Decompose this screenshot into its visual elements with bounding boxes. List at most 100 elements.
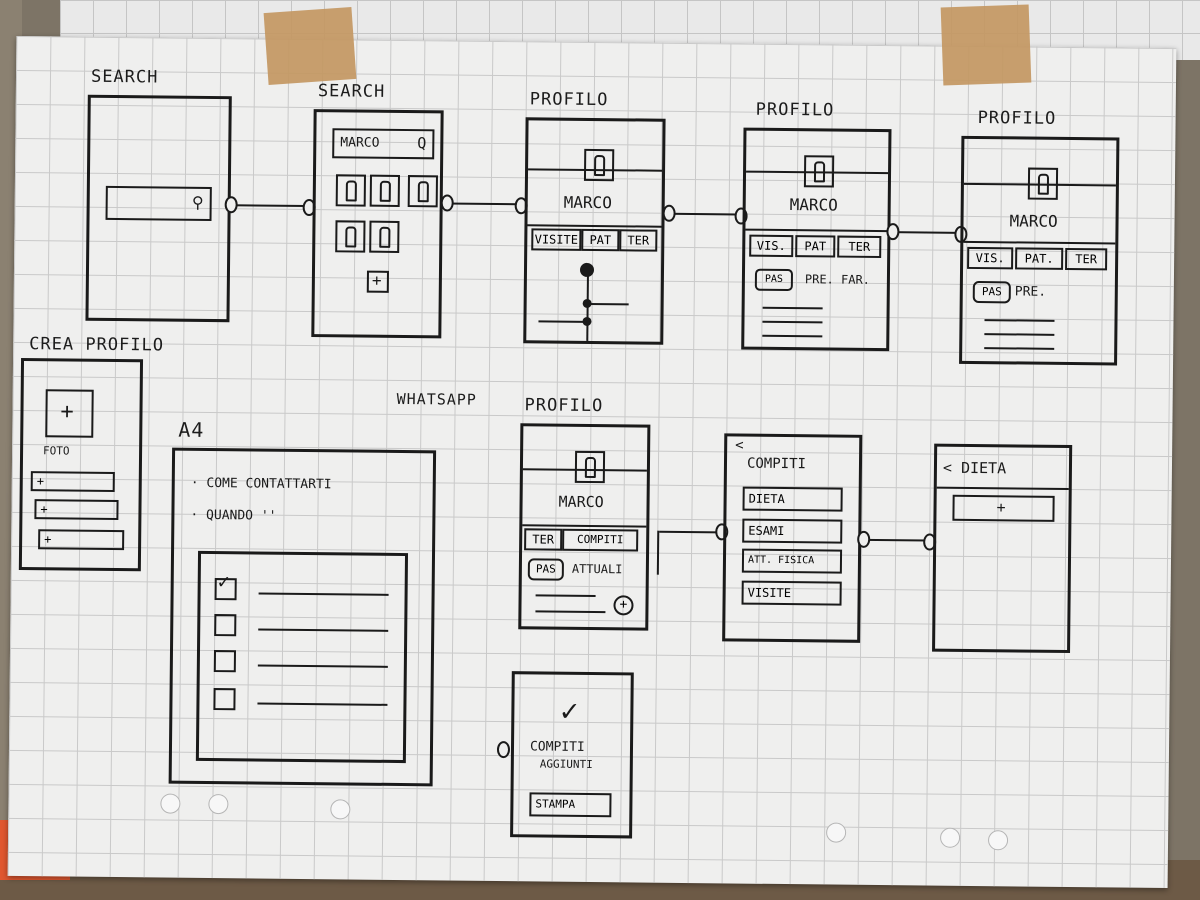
connector-end	[886, 223, 900, 241]
tab-ter[interactable]: TER	[1065, 247, 1108, 271]
person-icon[interactable]	[369, 220, 400, 253]
add-task-button[interactable]: +	[613, 595, 634, 616]
sub-tabs: PRE. FAR.	[804, 272, 871, 287]
tasks-screen: < COMPITI DIETA ESAMI ATT. FISICA VISITE	[722, 433, 863, 643]
add-diet-button[interactable]: +	[952, 494, 1055, 522]
pas-chip[interactable]: PAS	[527, 558, 564, 581]
avatar	[583, 148, 615, 182]
query-box[interactable]: MARCO Q	[332, 128, 435, 160]
connector-6	[863, 538, 928, 542]
profilo-bottom-label: PROFILO	[524, 395, 604, 417]
form-field[interactable]: +	[34, 499, 119, 521]
checkbox[interactable]	[213, 650, 237, 673]
checkbox[interactable]	[214, 614, 237, 637]
tab-pat[interactable]: PAT.	[1015, 247, 1064, 270]
tasks-title: COMPITI	[746, 455, 807, 473]
task-item[interactable]: DIETA	[742, 486, 843, 512]
diet-screen: < DIETA +	[932, 443, 1073, 654]
punch-hole	[208, 794, 229, 815]
task-item[interactable]: ATT. FISICA	[741, 548, 843, 574]
profile-name: MARCO	[563, 192, 612, 213]
form-field[interactable]: +	[30, 471, 115, 493]
connector-end	[857, 530, 871, 548]
a4-line1: · COME CONTATTARTI	[190, 475, 332, 493]
tab-ter[interactable]: TER	[524, 528, 563, 551]
task-item[interactable]: ESAMI	[742, 518, 843, 544]
check-icon: ✓	[560, 693, 579, 729]
screen1-label: SEARCH	[90, 66, 159, 88]
connector-2	[446, 202, 519, 206]
profile-tasks-screen: MARCO TER COMPITI PAS ATTUALI +	[518, 423, 651, 631]
punch-hole	[987, 830, 1009, 851]
task-item[interactable]: VISITE	[741, 580, 842, 606]
timeline-dot	[579, 262, 595, 278]
diet-title: < DIETA	[942, 458, 1007, 478]
search-results-screen: MARCO Q +	[311, 109, 444, 339]
person-icon[interactable]	[335, 174, 366, 207]
sub-tabs: PRE.	[1014, 284, 1047, 300]
connector-5	[659, 530, 720, 534]
punch-hole	[939, 827, 961, 848]
create-profile-screen: + FOTO + + +	[18, 358, 144, 572]
screen5-label: PROFILO	[977, 108, 1057, 129]
tape	[940, 4, 1032, 86]
tab-ter[interactable]: TER	[619, 229, 658, 252]
person-icon[interactable]	[335, 220, 366, 253]
profile-screen-1: MARCO VISITE PAT TER	[523, 117, 666, 345]
tasks-added-screen: ✓ COMPITI AGGIUNTI STAMPA	[510, 671, 634, 839]
added-line2: AGGIUNTI	[539, 757, 593, 772]
punch-hole	[330, 799, 351, 820]
a4-sheet: · COME CONTATTARTI · QUANDO '' ✓	[168, 447, 437, 787]
pas-chip[interactable]: PAS	[972, 280, 1011, 304]
connector-1	[232, 204, 307, 207]
a4-line2: · QUANDO ''	[190, 507, 277, 524]
back-arrow[interactable]: <	[735, 437, 744, 454]
whatsapp-label: WHATSAPP	[396, 389, 477, 409]
a4-label: A4	[178, 417, 205, 442]
person-icon[interactable]	[369, 174, 400, 207]
search-icon[interactable]: Q	[417, 134, 427, 153]
profile-screen-2: MARCO VIS. PAT TER PAS PRE. FAR.	[741, 127, 892, 352]
search-icon[interactable]: ⚲	[191, 192, 204, 212]
tape	[263, 7, 357, 85]
tab-pat[interactable]: PAT	[795, 235, 836, 258]
form-field[interactable]: +	[38, 529, 125, 551]
crea-profilo-label: CREA PROFILO	[29, 334, 165, 356]
punch-hole	[160, 793, 181, 814]
photo-label: FOTO	[43, 444, 70, 458]
connector-end	[224, 196, 238, 214]
screen3-label: PROFILO	[529, 89, 609, 111]
avatar	[574, 450, 606, 484]
add-icon[interactable]: +	[366, 270, 389, 293]
connector-end	[496, 741, 511, 759]
tab-vis[interactable]: VIS.	[749, 234, 794, 258]
checkbox[interactable]	[213, 688, 236, 711]
tab-ter[interactable]: TER	[837, 235, 882, 259]
screen2-label: SEARCH	[317, 81, 386, 102]
connector-4	[892, 231, 959, 234]
current-tasks-label: ATTUALI	[571, 561, 623, 577]
connector-end	[662, 204, 676, 222]
avatar	[803, 155, 835, 188]
person-icon[interactable]	[407, 175, 438, 208]
tab-visite[interactable]: VISITE	[531, 228, 582, 251]
tab-pat[interactable]: PAT	[581, 228, 620, 252]
pas-chip[interactable]: PAS	[754, 268, 794, 292]
checklist-box: ✓	[195, 550, 409, 764]
search-box[interactable]: ⚲	[105, 185, 212, 222]
checkbox-checked[interactable]: ✓	[214, 569, 237, 601]
add-photo-button[interactable]: +	[45, 389, 94, 438]
connector-5-vertical	[656, 530, 660, 575]
connector-3	[668, 212, 739, 216]
search-screen: ⚲	[85, 94, 232, 323]
flipchart-sheet: SEARCH ⚲ SEARCH MARCO Q + PROFILO MARCO …	[7, 35, 1177, 889]
profile-screen-3: MARCO VIS. PAT. TER PAS PRE.	[959, 135, 1120, 366]
tab-vis[interactable]: VIS.	[967, 246, 1014, 270]
profile-name: MARCO	[558, 492, 604, 512]
query-text: MARCO	[340, 135, 380, 151]
profile-name: MARCO	[789, 195, 838, 215]
tab-compiti[interactable]: COMPITI	[562, 528, 639, 552]
avatar	[1027, 167, 1059, 200]
screen4-label: PROFILO	[755, 99, 835, 121]
print-button[interactable]: STAMPA	[529, 792, 612, 818]
